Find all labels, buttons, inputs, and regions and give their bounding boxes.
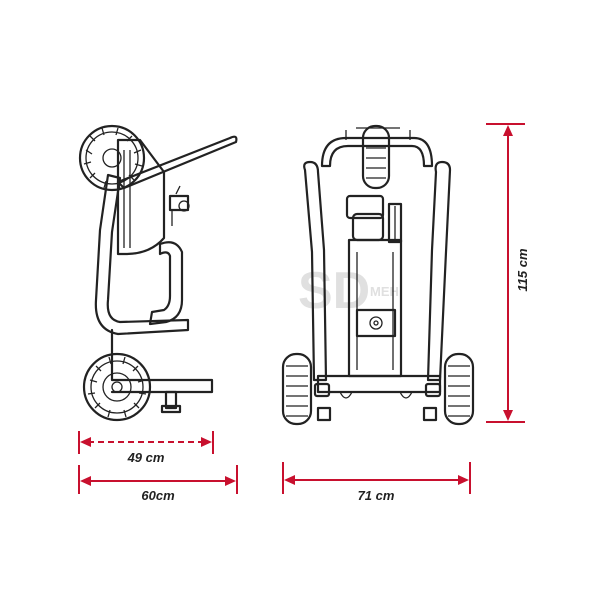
side-view-body: [116, 138, 166, 256]
dimension-115cm-label: 115 cm: [515, 248, 530, 292]
front-view-column: [347, 238, 403, 378]
dimension-60cm: 60cm: [78, 465, 238, 503]
front-view-feet: [339, 391, 413, 399]
front-view-top-bracket: [345, 127, 411, 140]
front-view-motor: [345, 194, 403, 244]
dimension-49cm: 49 cm: [78, 431, 214, 465]
side-view-cart: [78, 124, 238, 422]
side-view-handle: [116, 135, 238, 190]
side-view-frame: [94, 173, 190, 336]
front-view-left-tube: [303, 160, 328, 382]
side-view-top-wheel: [78, 124, 146, 192]
front-view-right-tube: [426, 160, 452, 382]
front-view-right-foot: [422, 406, 438, 422]
dimension-115cm: 115 cm: [486, 123, 530, 423]
side-view-valve: [168, 185, 190, 226]
watermark-logo: SD MEH: [298, 262, 399, 320]
dimension-71cm-label: 71 cm: [358, 488, 395, 503]
front-view-cart: [281, 124, 475, 426]
dimension-49cm-label: 49 cm: [127, 450, 165, 465]
front-view-right-wheel: [443, 352, 475, 426]
side-view-bottom-wheel: [82, 352, 152, 422]
watermark-suffix-text: MEH: [370, 284, 399, 299]
front-view-handle: [320, 136, 434, 168]
side-view-foot: [164, 390, 178, 410]
front-view-left-wheel: [281, 352, 313, 426]
side-view-foot-pad: [160, 404, 182, 414]
watermark-logo-text: SD: [298, 262, 370, 320]
side-view-guard: [148, 241, 184, 326]
dimension-71cm: 71 cm: [282, 462, 471, 503]
front-view-plate: [355, 308, 397, 338]
side-view-base-leg: [110, 328, 214, 394]
front-view-left-foot: [316, 406, 332, 422]
front-view-base-bar: [316, 374, 442, 394]
front-view-top-wheel: [361, 124, 391, 190]
dimension-60cm-label: 60cm: [141, 488, 175, 503]
